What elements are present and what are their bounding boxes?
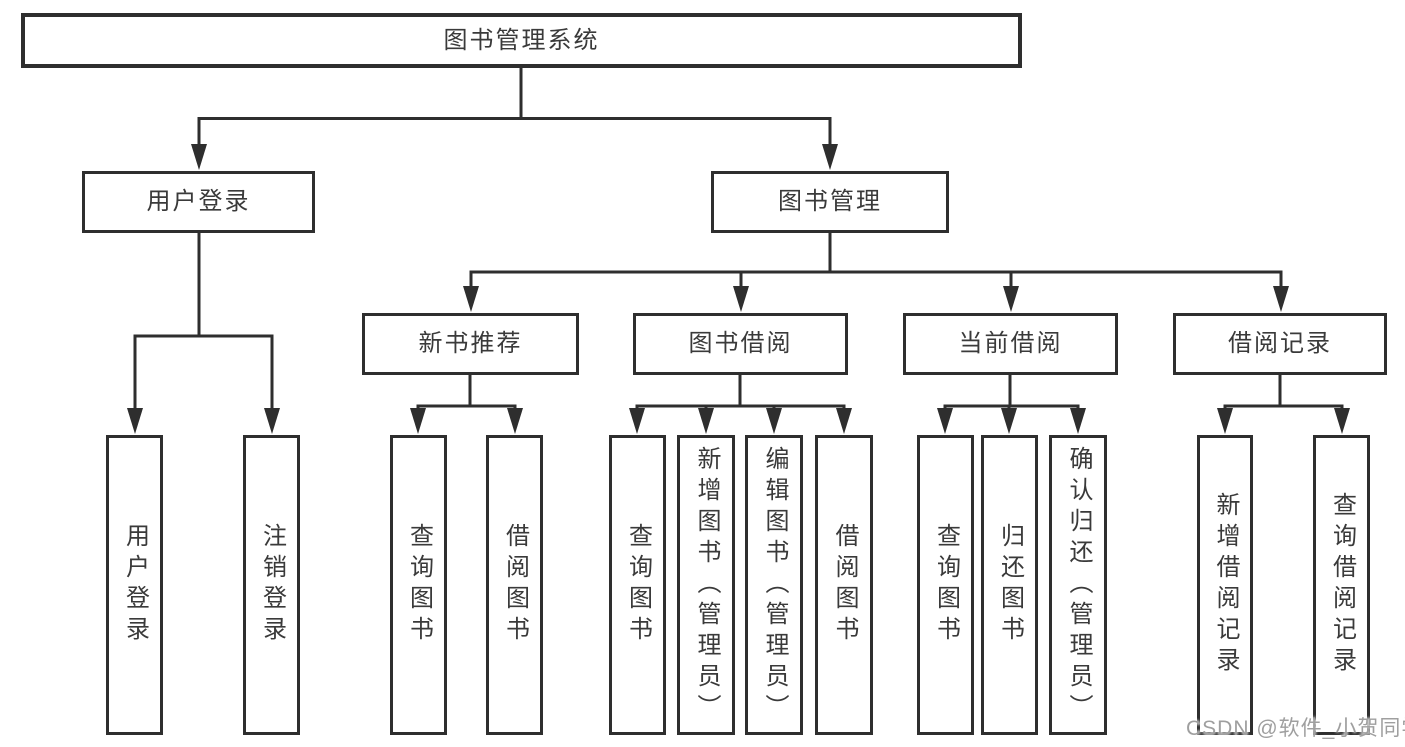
leaf-label: 查询借阅记录	[1328, 492, 1356, 678]
connector-userlogin-split	[133, 233, 274, 412]
arrow-down-icon	[937, 408, 953, 434]
leaf-label: 用户登录	[121, 523, 149, 647]
csdn-watermark: CSDN @软件_小贺同学	[1186, 717, 1405, 740]
connector-borrow-split	[635, 375, 846, 412]
node-label: 新书推荐	[418, 330, 523, 357]
arrow-down-icon	[1003, 286, 1019, 312]
connector-records-split	[1223, 375, 1344, 412]
node-user-login: 用户登录	[82, 171, 315, 233]
node-book-borrow: 图书借阅	[633, 313, 848, 375]
connector-current-split	[943, 375, 1080, 412]
arrow-down-icon	[1070, 408, 1086, 434]
node-root: 图书管理系统	[21, 13, 1022, 68]
arrow-down-icon	[264, 408, 280, 434]
arrow-down-icon	[629, 408, 645, 434]
leaf-label: 归还图书	[996, 523, 1024, 647]
arrow-down-icon	[410, 408, 426, 434]
node-label: 当前借阅	[958, 330, 1063, 357]
arrow-down-icon	[127, 408, 143, 434]
connector-root-split	[197, 68, 832, 148]
arrow-down-icon	[1001, 408, 1017, 434]
leaf-query-borrow-record: 查询借阅记录	[1313, 435, 1370, 735]
leaf-label: 查询图书	[932, 523, 960, 647]
node-new-book-recommend: 新书推荐	[362, 313, 579, 375]
node-borrow-records: 借阅记录	[1173, 313, 1387, 375]
node-label: 用户登录	[146, 188, 251, 215]
node-root-label: 图书管理系统	[443, 26, 600, 54]
leaf-logout-login: 注销登录	[243, 435, 300, 735]
node-label: 借阅记录	[1228, 330, 1332, 357]
arrow-down-icon	[733, 286, 749, 312]
leaf-borrow-books: 借阅图书	[815, 435, 873, 735]
arrow-down-icon	[1334, 408, 1350, 434]
leaf-edit-book-admin: 编辑图书（管理员）	[745, 435, 803, 735]
arrow-down-icon	[766, 408, 782, 434]
arrow-down-icon	[1273, 286, 1289, 312]
arrow-down-icon	[1217, 408, 1233, 434]
leaf-borrow-books-recommend: 借阅图书	[486, 435, 543, 735]
leaf-label: 借阅图书	[831, 523, 858, 647]
node-book-management: 图书管理	[711, 171, 949, 233]
leaf-label: 查询图书	[624, 523, 652, 647]
leaf-return-books: 归还图书	[981, 435, 1038, 735]
arrow-down-icon	[191, 144, 207, 170]
leaf-add-book-admin: 新增图书（管理员）	[677, 435, 735, 735]
leaf-label: 新增借阅记录	[1212, 492, 1239, 678]
arrow-down-icon	[698, 408, 714, 434]
leaf-label: 查询图书	[405, 523, 433, 647]
leaf-label: 借阅图书	[501, 523, 529, 647]
leaf-label: 新增图书（管理员）	[693, 445, 720, 725]
leaf-query-books-current: 查询图书	[917, 435, 974, 735]
node-current-borrow: 当前借阅	[903, 313, 1118, 375]
arrow-down-icon	[463, 286, 479, 312]
leaf-label: 确认归还（管理员）	[1065, 445, 1092, 725]
node-label: 图书借阅	[688, 330, 793, 357]
leaf-query-books-borrow: 查询图书	[609, 435, 666, 735]
leaf-label: 编辑图书（管理员）	[761, 445, 788, 725]
leaf-add-borrow-record: 新增借阅记录	[1197, 435, 1253, 735]
leaf-query-books-recommend: 查询图书	[390, 435, 447, 735]
node-label: 图书管理	[778, 188, 882, 215]
connector-bookmgmt-split	[469, 233, 1283, 290]
leaf-label: 注销登录	[258, 523, 286, 647]
arrow-down-icon	[822, 144, 838, 170]
leaf-confirm-return-admin: 确认归还（管理员）	[1049, 435, 1107, 735]
connector-recommend-split	[416, 375, 517, 412]
arrow-down-icon	[836, 408, 852, 434]
arrowheads	[127, 144, 1350, 434]
leaf-user-login: 用户登录	[106, 435, 163, 735]
arrow-down-icon	[507, 408, 523, 434]
